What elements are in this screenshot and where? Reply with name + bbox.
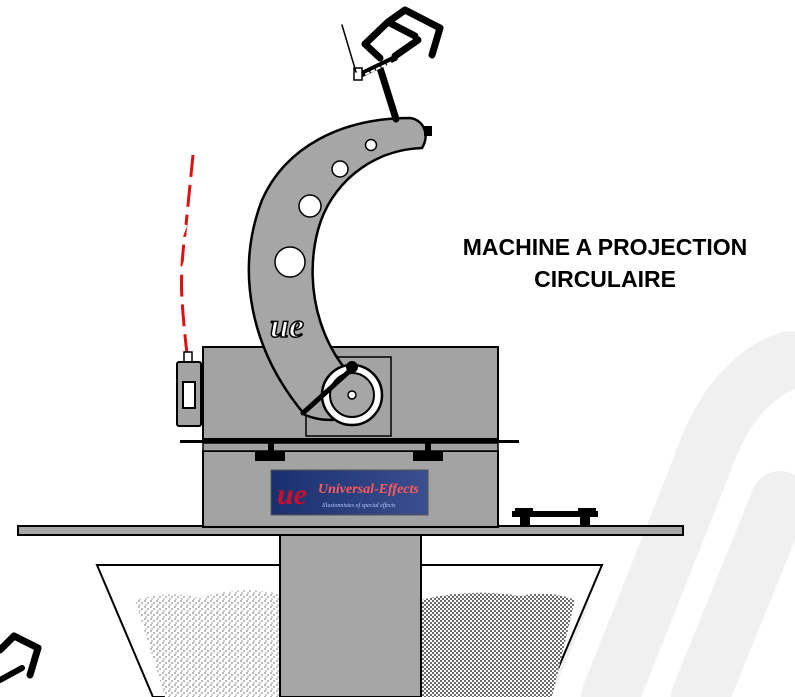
gripper-icon [341,6,444,123]
diagram-title-line-1: MACHINE A PROJECTION [462,234,748,260]
brand-logo-mark: ue [277,478,307,511]
projection-arm: ue [247,116,432,427]
diagram-title-line-2: CIRCULAIRE [534,266,676,292]
brand-tagline: Illusionnistes of special effects [321,502,396,509]
rail [180,440,519,461]
switch-icon [176,154,202,427]
brand-name: Universal-Effects [318,482,419,497]
gripper-fragment [0,632,42,683]
support-column [279,534,422,697]
plate-clamp [512,508,598,526]
arm-logo: ue [270,308,304,345]
brand-logo: ue Universal-Effects Illusionnistes of s… [270,469,429,516]
